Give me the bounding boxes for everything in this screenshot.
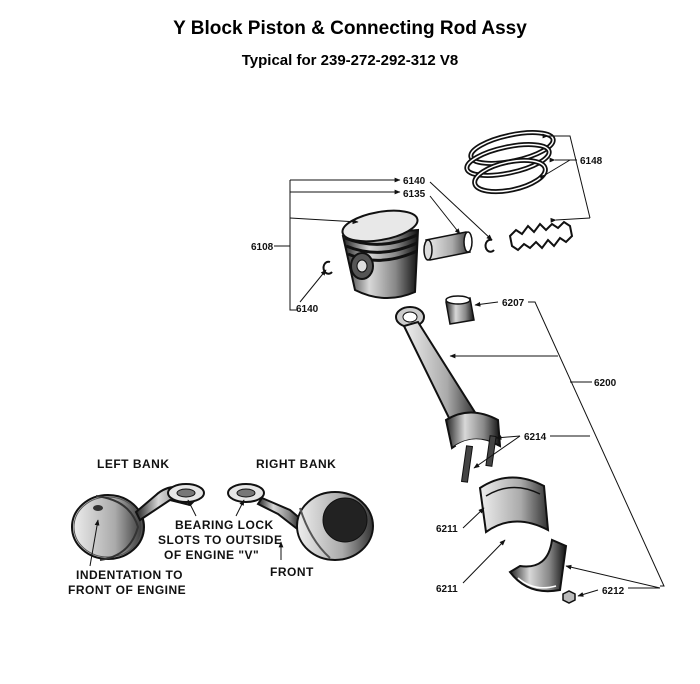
label-6211-lower: 6211 [436,584,458,595]
oil-ring-expander [508,220,574,252]
label-6207: 6207 [502,298,525,309]
wrist-pin [423,231,473,261]
piston-rings [464,130,556,195]
bearing-note-line1: BEARING LOCK [175,518,274,532]
bearing-shell-upper [478,476,550,534]
label-6214: 6214 [524,432,547,443]
label-6140-left: 6140 [296,304,319,315]
orientation-inset: LEFT BANK RIGHT BANK BEARING LOCK SLOTS … [68,457,374,597]
label-6200: 6200 [594,378,617,389]
right-bank-label: RIGHT BANK [256,457,336,471]
diagram-title: Y Block Piston & Connecting Rod Assy [173,18,527,39]
bearing-note-line3: OF ENGINE "V" [164,548,259,562]
pin-retainer-right [484,238,495,253]
diagram-subtitle: Typical for 239-272-292-312 V8 [241,52,459,69]
label-6135: 6135 [403,189,426,200]
inset-left-piston [71,494,145,561]
label-6140-top: 6140 [403,176,426,187]
indentation-note-line2: FRONT OF ENGINE [68,583,186,597]
rod-nut [562,590,576,604]
indentation-note-line1: INDENTATION TO [76,568,183,582]
rod-bushing [445,295,475,325]
rod-cap [508,538,568,593]
label-6108: 6108 [251,242,274,253]
left-bank-label: LEFT BANK [97,457,170,471]
label-6211-upper: 6211 [436,524,458,535]
pin-retainer-left [322,260,333,275]
bearing-note-line2: SLOTS TO OUTSIDE [158,533,282,547]
inset-right-piston [296,491,374,561]
label-6212: 6212 [602,586,625,597]
connecting-rod [395,306,502,483]
leader-lines [274,133,665,597]
label-6148: 6148 [580,156,603,167]
piston [341,209,420,300]
front-label: FRONT [270,565,314,579]
